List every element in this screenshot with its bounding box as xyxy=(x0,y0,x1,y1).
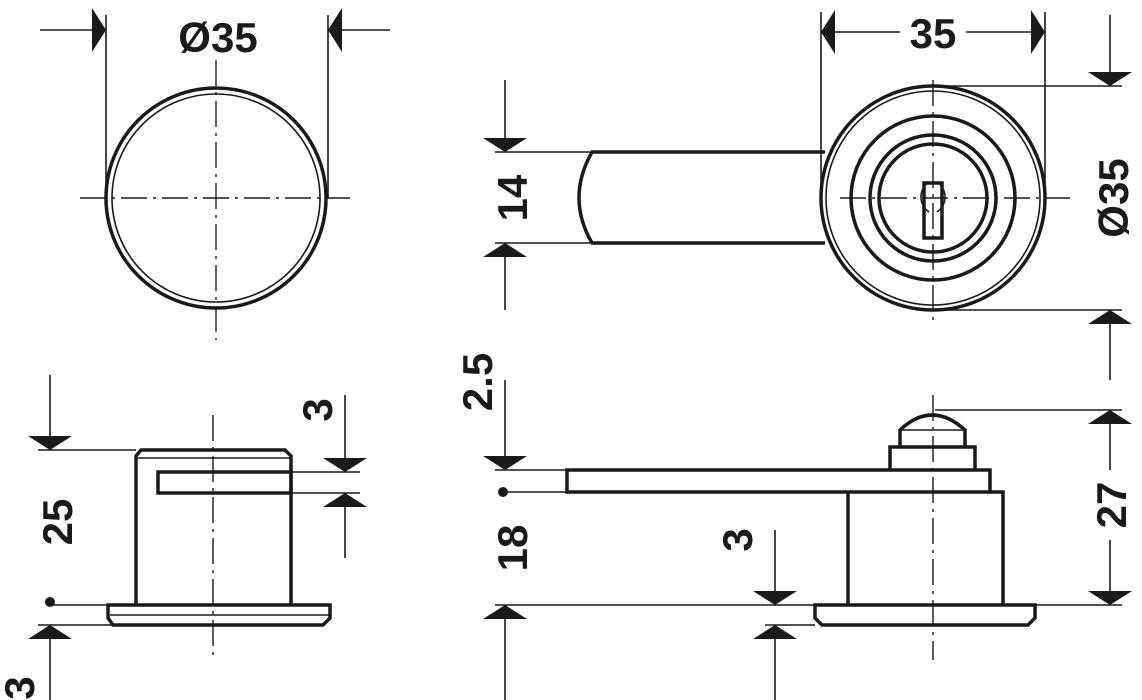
dim-overall-height: 27 xyxy=(1088,482,1135,529)
side-view-lock: 25 3 3 xyxy=(0,375,367,700)
dim-side-lever: 3 xyxy=(294,398,341,421)
dim-side-flange: 3 xyxy=(0,676,43,699)
dim-front-flange: 3 xyxy=(714,528,761,551)
dim-side-height: 25 xyxy=(34,499,81,546)
dim-body-height: 18 xyxy=(489,525,536,572)
reference-dot xyxy=(498,487,508,497)
dim-top-diameter: Ø35 xyxy=(1090,158,1137,237)
dim-front-diameter: Ø35 xyxy=(178,14,257,61)
dim-lever-offset: 2.5 xyxy=(454,353,501,411)
dim-lever-width: 14 xyxy=(489,174,536,221)
front-elevation-lock: 2.5 18 3 27 xyxy=(454,353,1135,700)
front-view-knob: Ø35 xyxy=(40,8,390,340)
top-view-lock: 35 14 Ø35 xyxy=(483,10,1137,380)
dim-top-width: 35 xyxy=(910,10,957,57)
